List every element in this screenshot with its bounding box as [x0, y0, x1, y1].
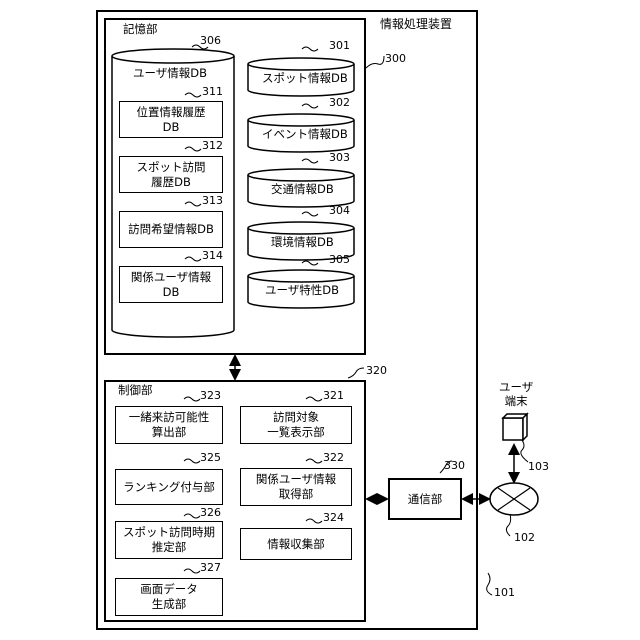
- spot-info-db: スポット情報DB: [262, 71, 348, 85]
- traffic-info-db: 交通情報DB: [271, 182, 334, 196]
- ref-304: 304: [329, 205, 350, 217]
- ref-101: 101: [494, 587, 515, 599]
- user-characteristic-db: ユーザ特性DB: [265, 283, 339, 297]
- ref-330: 330: [444, 460, 465, 472]
- ref-322: 322: [323, 452, 344, 464]
- user-terminal-label: ユーザ 端末: [499, 380, 533, 408]
- ref-327: 327: [200, 562, 221, 574]
- ref-312: 312: [202, 140, 223, 152]
- ranking-unit: ランキング付与部: [115, 469, 223, 505]
- visit-target-list-display-unit: 訪問対象 一覧表示部: [240, 406, 352, 444]
- ref-326: 326: [200, 507, 221, 519]
- ref-321: 321: [323, 390, 344, 402]
- location-history-db: 位置情報履歴 DB: [119, 101, 223, 138]
- control-label: 制御部: [118, 383, 153, 397]
- storage-label: 記憶部: [123, 22, 158, 36]
- ref-102: 102: [514, 532, 535, 544]
- ref-324: 324: [323, 512, 344, 524]
- ref-305: 305: [329, 254, 350, 266]
- related-user-info-acquisition-unit: 関係ユーザ情報 取得部: [240, 468, 352, 506]
- user-info-db-label: ユーザ情報DB: [133, 66, 207, 80]
- environment-info-db: 環境情報DB: [271, 235, 334, 249]
- screen-data-generation-unit: 画面データ 生成部: [115, 578, 223, 616]
- info-collection-unit: 情報収集部: [240, 528, 352, 560]
- ref-323: 323: [200, 390, 221, 402]
- control-ref: 320: [366, 365, 387, 377]
- ref-314: 314: [202, 250, 223, 262]
- co-visit-probability-calc-unit: 一緒来訪可能性 算出部: [115, 406, 223, 444]
- ref-103: 103: [528, 461, 549, 473]
- related-user-info-db: 関係ユーザ情報 DB: [119, 266, 223, 303]
- ref-311: 311: [202, 86, 223, 98]
- event-info-db: イベント情報DB: [262, 127, 348, 141]
- storage-ref: 300: [385, 53, 406, 65]
- visit-wish-info-db: 訪問希望情報DB: [119, 211, 223, 248]
- ref-301: 301: [329, 40, 350, 52]
- spot-visit-history-db: スポット訪問 履歴DB: [119, 156, 223, 193]
- ref-325: 325: [200, 452, 221, 464]
- communication-unit: 通信部: [388, 478, 462, 520]
- apparatus-label: 情報処理装置: [380, 17, 452, 31]
- ref-313: 313: [202, 195, 223, 207]
- ref-302: 302: [329, 97, 350, 109]
- ref-306: 306: [200, 35, 221, 47]
- spot-visit-time-estimation-unit: スポット訪問時期 推定部: [115, 521, 223, 559]
- ref-303: 303: [329, 152, 350, 164]
